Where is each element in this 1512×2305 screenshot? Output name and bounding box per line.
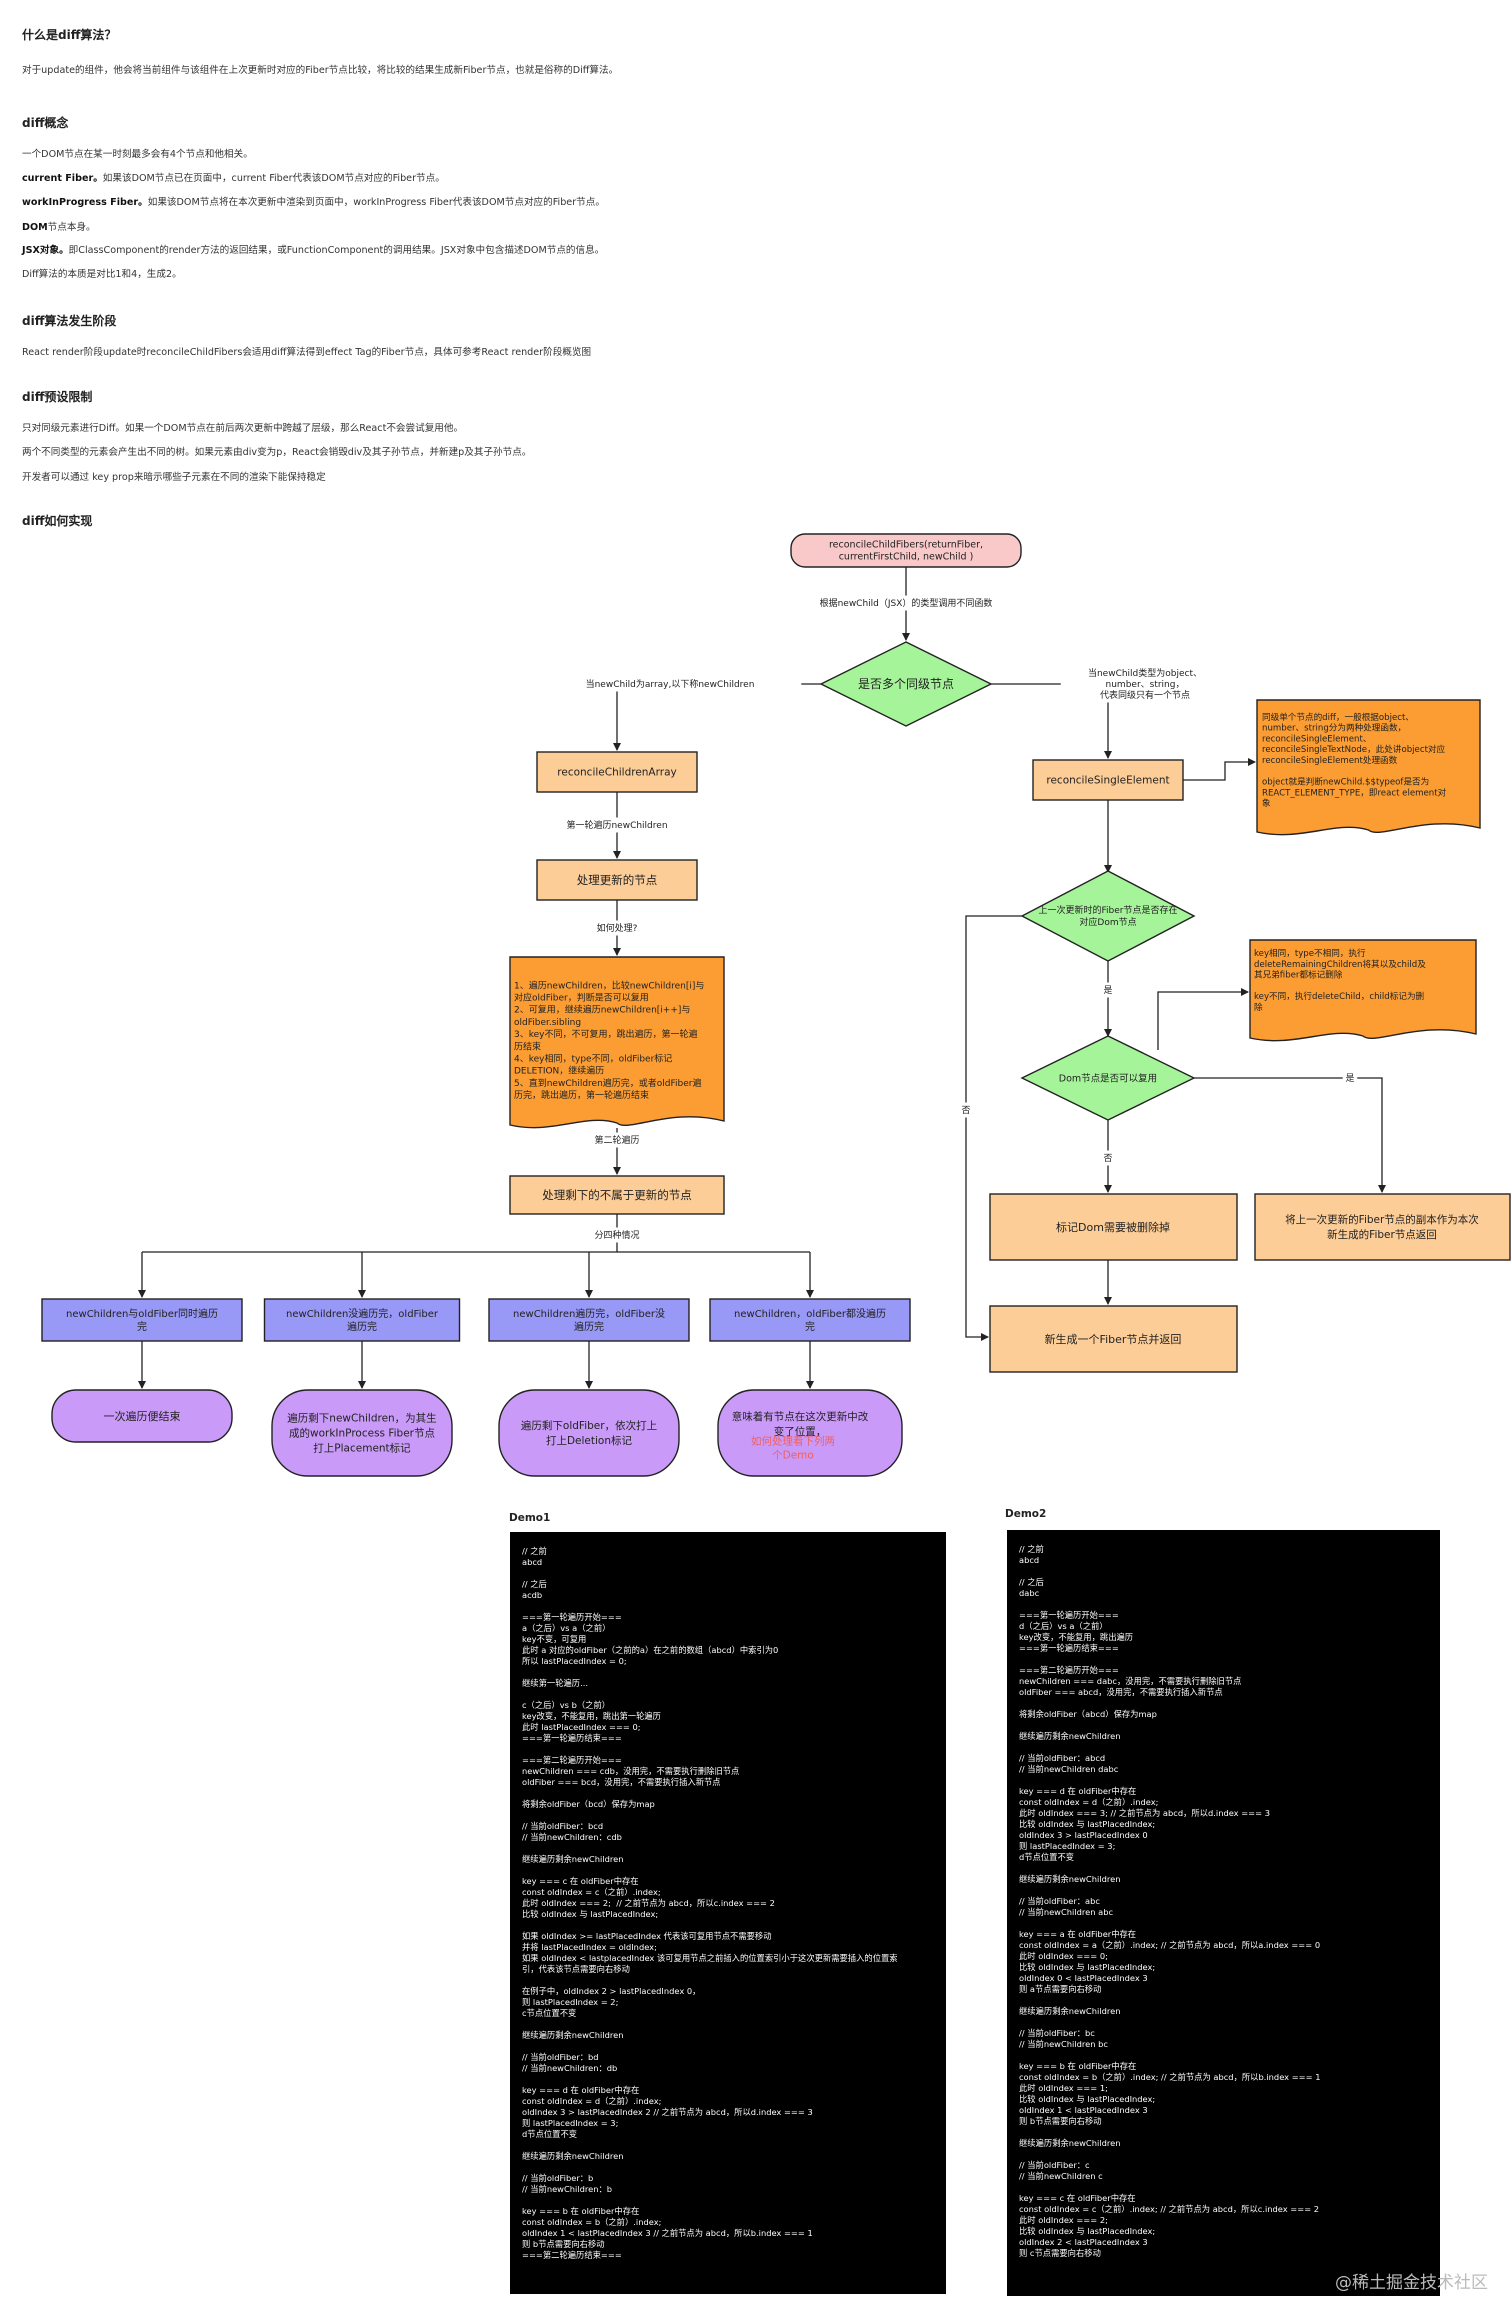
process-rest-label: 处理剩下的不属于更新的节点 bbox=[542, 1188, 692, 1202]
key-note bbox=[1249, 939, 1477, 1042]
paragraph-line: 开发者可以通过 key prop来暗示哪些子元素在不同的渲染下能保持稳定 bbox=[22, 472, 326, 483]
reconcile-single-element-node bbox=[1032, 759, 1184, 801]
result-node bbox=[717, 1389, 903, 1477]
edge-first-round-label: 第一轮遍历newChildren bbox=[566, 819, 667, 831]
decision-dom-reusable bbox=[1020, 1035, 1196, 1121]
section-heading: 什么是diff算法？ bbox=[22, 28, 117, 42]
edge-label-bg bbox=[545, 817, 689, 833]
case-node-label: newChildren遍历完，oldFiber没遍历完 bbox=[513, 1307, 665, 1333]
case-node bbox=[263, 1298, 461, 1342]
new-fiber-label: 新生成一个Fiber节点并返回 bbox=[1045, 1332, 1182, 1346]
edge-to-array bbox=[613, 683, 821, 751]
edge-second-round-label: 第二轮遍历 bbox=[594, 1134, 639, 1146]
edge-exist-no-label: 否 bbox=[961, 1105, 970, 1116]
edge-exist-no bbox=[965, 915, 1022, 1341]
edge-label-bg bbox=[592, 1227, 642, 1243]
edge-label-bg bbox=[1342, 1070, 1358, 1086]
edge-yes-label: 是 bbox=[1103, 985, 1112, 996]
demo1-title: Demo1 bbox=[509, 1512, 551, 1524]
paragraph-line: 只对同级元素进行Diff。如果一个DOM节点在前后两次更新中跨越了层级，那么Re… bbox=[22, 423, 464, 434]
demo1-code-block: // 之前 abcd // 之后 acdb ===第一轮遍历开始=== a（之后… bbox=[510, 1532, 946, 2294]
result-node bbox=[498, 1389, 680, 1477]
mark-delete-node bbox=[989, 1193, 1238, 1261]
section-heading: diff预设限制 bbox=[22, 390, 93, 404]
watermark: @稀土掘金技术社区 bbox=[1335, 2273, 1488, 2293]
edge-to-single-note bbox=[1183, 758, 1256, 781]
edge-to-key-note bbox=[1157, 988, 1249, 1050]
process-rest-node bbox=[509, 1175, 725, 1215]
paragraph-line: 对于update的组件，他会将当前组件与该组件在上次更新时对应的Fiber节点比… bbox=[22, 65, 619, 76]
result-node-label: 遍历剩下oldFiber，依次打上打上Deletion标记 bbox=[521, 1419, 657, 1447]
edge-reuse-yes bbox=[1194, 1077, 1386, 1193]
edge-reuse-no-label: 否 bbox=[1103, 1153, 1112, 1164]
reuse-copy-node bbox=[1254, 1193, 1511, 1261]
reuse-copy-label: 将上一次更新的Fiber节点的副本作为本次新生成的Fiber节点返回 bbox=[1285, 1213, 1479, 1241]
decision-dom-exists bbox=[1020, 870, 1196, 962]
result-node-label: 意味着有节点在这次更新中改变了位置， bbox=[732, 1410, 869, 1438]
edge-cases-label: 分四种情况 bbox=[594, 1229, 639, 1241]
edge-label-bg bbox=[958, 1102, 974, 1118]
single-note-text: 同级单个节点的diff，一般根据object、number、string分为两种… bbox=[1262, 711, 1447, 809]
paragraph-line: JSX对象。即ClassComponent的render方法的返回结果，或Fun… bbox=[22, 245, 605, 256]
process-update-label: 处理更新的节点 bbox=[577, 873, 658, 887]
paragraph-line: DOM节点本身。 bbox=[22, 222, 96, 233]
case-node bbox=[709, 1298, 911, 1342]
result-node bbox=[271, 1389, 453, 1477]
new-fiber-node bbox=[989, 1305, 1238, 1373]
edge-how-label: 如何处理? bbox=[597, 922, 638, 934]
edge-label-bg bbox=[800, 595, 1012, 611]
edge-label-bg bbox=[1060, 665, 1230, 703]
section-heading: diff如何实现 bbox=[22, 514, 93, 528]
edge-label-bg bbox=[1100, 982, 1116, 998]
edge-reuse-yes-label: 是 bbox=[1345, 1073, 1354, 1084]
start-node-label: reconcileChildFibers(returnFiber,current… bbox=[829, 539, 983, 562]
paragraph-line: 两个不同类型的元素会产生出不同的树。如果元素由div变为p，React会销毁di… bbox=[22, 447, 532, 458]
demo2-title: Demo2 bbox=[1005, 1508, 1047, 1520]
edge-label-bg bbox=[1100, 1150, 1116, 1166]
edge-single-label: 当newChild类型为object、number、string，代表同级只有一… bbox=[1088, 667, 1202, 701]
flowchart: reconcileChildFibers(returnFiber,current… bbox=[41, 533, 1511, 1477]
decision-multiple-siblings bbox=[819, 641, 993, 727]
first-round-note bbox=[509, 956, 725, 1129]
section-heading: diff概念 bbox=[22, 116, 69, 130]
single-element-note bbox=[1256, 699, 1481, 836]
edge-start-label: 根据newChild（JSX）的类型调用不同函数 bbox=[820, 597, 993, 609]
array-node-label: reconcileChildrenArray bbox=[557, 767, 676, 779]
paragraph-line: current Fiber。如果该DOM节点已在页面中，current Fibe… bbox=[22, 173, 445, 184]
case-node-label: newChildren，oldFiber都没遍历完 bbox=[734, 1307, 886, 1333]
result-highlight-label: 如何处理看下列两个Demo bbox=[751, 1435, 835, 1462]
process-update-node bbox=[536, 859, 698, 901]
first-round-note-text: 1、遍历newChildren，比较newChildren[i]与对应oldFi… bbox=[514, 979, 704, 1101]
edge-label-bg bbox=[592, 920, 642, 936]
edge-array-label: 当newChild为array,以下称newChildren bbox=[586, 678, 755, 690]
case-node bbox=[488, 1298, 690, 1342]
decision-exist-label: 上一次更新时的Fiber节点是否存在对应Dom节点 bbox=[1039, 904, 1178, 928]
edge-label-bg bbox=[592, 1132, 642, 1148]
demo2-code-block: // 之前 abcd // 之后 dabc ===第一轮遍历开始=== d（之后… bbox=[1007, 1530, 1440, 2296]
decision-multiple-label: 是否多个同级节点 bbox=[858, 677, 954, 691]
edge-label-bg bbox=[538, 676, 802, 692]
flowchart-nodes: reconcileChildFibers(returnFiber,current… bbox=[41, 533, 1511, 1477]
paragraph-line: workInProgress Fiber。如果该DOM节点将在本次更新中渲染到页… bbox=[22, 197, 605, 208]
single-node-label: reconcileSingleElement bbox=[1046, 775, 1169, 787]
result-node-label: 遍历剩下newChildren，为其生成的workInProcess Fiber… bbox=[287, 1412, 436, 1455]
reconcile-children-array-node bbox=[536, 751, 698, 793]
paragraph-line: Diff算法的本质是对比1和4，生成2。 bbox=[22, 269, 182, 280]
case-node bbox=[41, 1298, 243, 1342]
section-heading: diff算法发生阶段 bbox=[22, 314, 117, 328]
mark-delete-label: 标记Dom需要被删除掉 bbox=[1056, 1220, 1170, 1234]
case-node-label: newChildren与oldFiber同时遍历完 bbox=[66, 1307, 218, 1333]
paragraph-line: 一个DOM节点在某一时刻最多会有4个节点和他相关。 bbox=[22, 149, 253, 160]
result-node bbox=[51, 1389, 233, 1443]
result-node-label: 一次遍历便结束 bbox=[104, 1409, 181, 1423]
start-node bbox=[790, 533, 1022, 568]
decision-reuse-label: Dom节点是否可以复用 bbox=[1059, 1072, 1157, 1084]
paragraph-line: React render阶段update时reconcileChildFiber… bbox=[22, 347, 592, 358]
